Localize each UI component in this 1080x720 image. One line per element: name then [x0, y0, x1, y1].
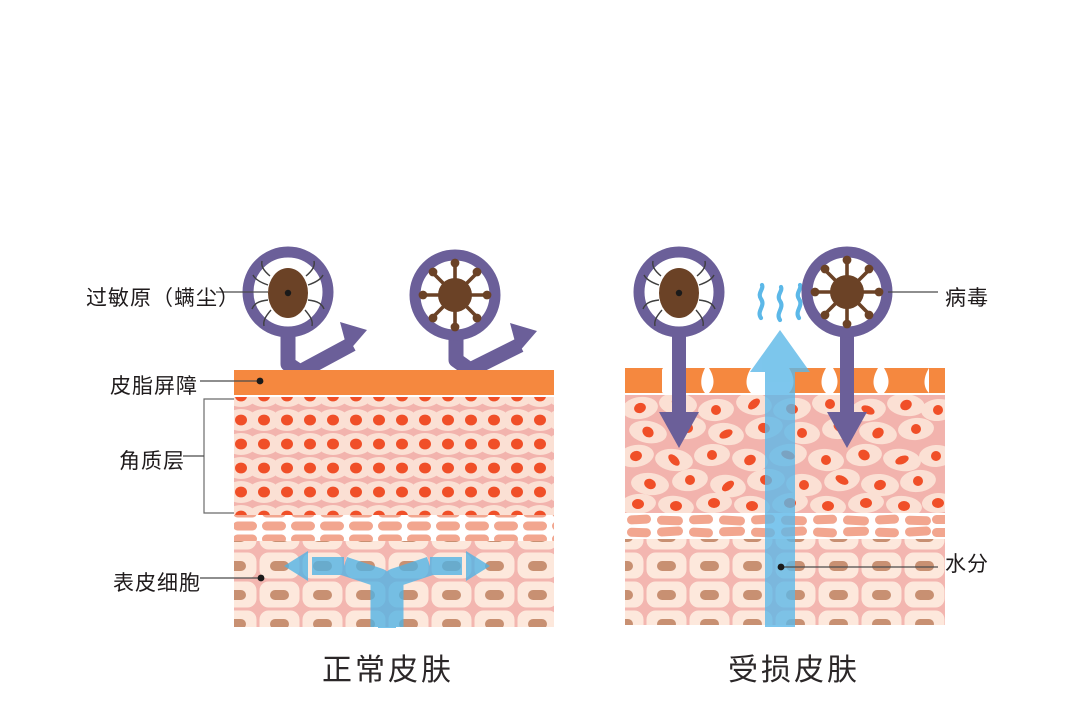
virus-deflect-arrow-left	[448, 322, 537, 378]
damaged-skin-panel	[625, 246, 945, 627]
caption-normal-skin: 正常皮肤	[322, 654, 454, 687]
label-sebum-barrier: 皮脂屏障	[110, 374, 198, 398]
mite-deflect-arrow-left	[280, 318, 367, 380]
virus-icon	[810, 255, 884, 329]
sebum-barrier-intact	[234, 370, 554, 395]
magnifier-virus-left	[409, 249, 501, 341]
label-water: 水分	[945, 552, 989, 576]
normal-skin-panel	[183, 246, 554, 628]
magnifier-virus-right	[801, 246, 893, 338]
mite-penetrate-arrow-right	[659, 330, 699, 448]
label-epidermal-cell: 表皮细胞	[113, 571, 201, 595]
steam-waves-icon	[757, 282, 803, 323]
dust-mite-icon	[642, 260, 716, 327]
label-virus: 病毒	[945, 286, 989, 310]
sebum-anchor-dot	[256, 377, 264, 385]
magnifier-mite-right	[633, 246, 725, 338]
water-anchor-dot	[777, 563, 785, 571]
granular-layer-left	[234, 515, 554, 541]
bracket-stratum-corneum	[203, 398, 234, 514]
epidermal-anchor-dot	[257, 574, 265, 582]
moisture-split-arrow	[284, 551, 490, 628]
dust-mite-icon	[251, 260, 325, 327]
magnifier-mite-left	[242, 246, 334, 338]
label-allergen: 过敏原（螨尘）	[86, 286, 240, 310]
label-stratum-corneum: 角质层	[119, 449, 185, 473]
moisture-escape-arrow	[750, 330, 810, 627]
sebum-barrier-broken	[625, 368, 945, 393]
virus-icon	[418, 258, 492, 332]
caption-damaged-skin: 受损皮肤	[728, 654, 860, 687]
stratum-corneum-left	[234, 397, 554, 515]
virus-penetrate-arrow-right	[827, 330, 867, 448]
